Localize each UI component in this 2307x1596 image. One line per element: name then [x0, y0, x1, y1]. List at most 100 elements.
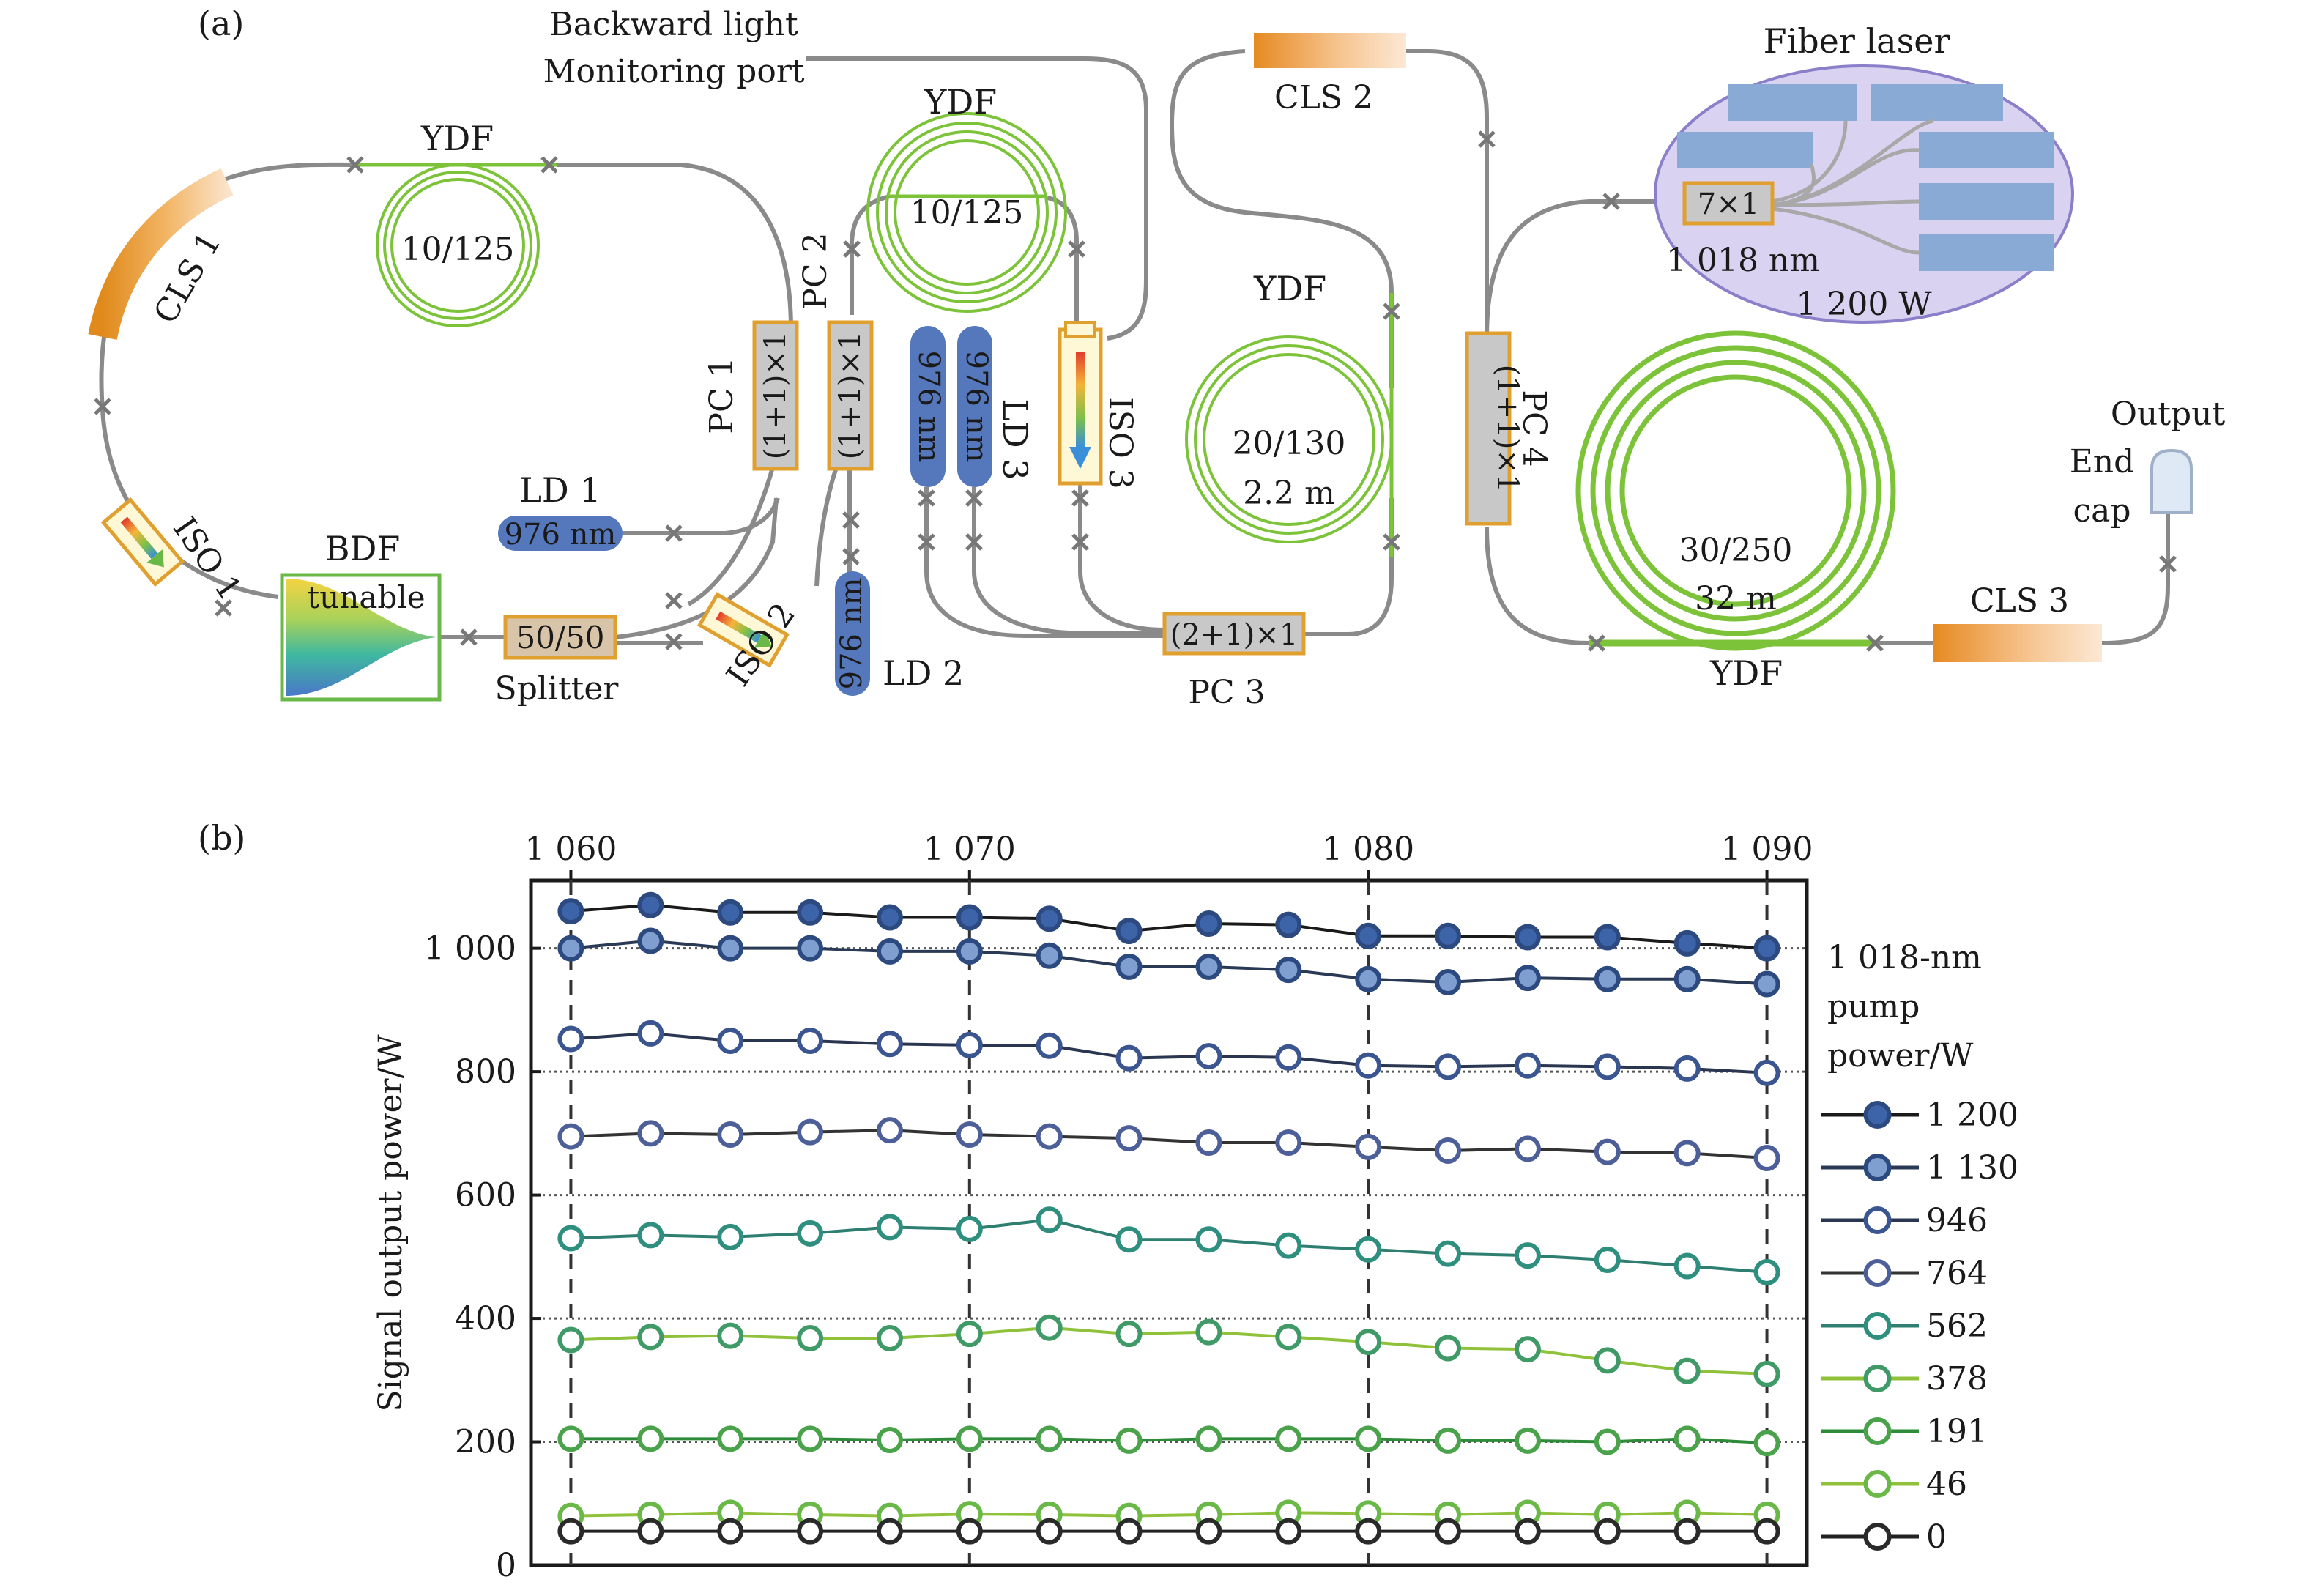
fiber-cls3-endcap: [2101, 513, 2170, 645]
pc3-label: PC 3: [1188, 674, 1265, 711]
data-point: [1753, 1518, 1780, 1545]
legend-entry: 562: [1821, 1307, 1988, 1345]
ydf4-label: YDF: [1709, 653, 1783, 693]
series-2: [557, 1020, 1780, 1086]
data-point: [1435, 1053, 1462, 1080]
legend-label: 378: [1926, 1360, 1988, 1398]
data-point: [1514, 965, 1541, 992]
data-point: [1195, 1129, 1222, 1156]
data-point: [1514, 924, 1541, 951]
ld1-label: LD 1: [519, 470, 601, 510]
legend-label: 1 130: [1926, 1149, 2018, 1187]
ydf4-coil: [1575, 330, 1896, 651]
iso2: [696, 592, 790, 668]
cls3-label: CLS 3: [1970, 582, 2069, 620]
series-4: [557, 1206, 1780, 1285]
data-point: [797, 1425, 824, 1452]
legend-marker: [1863, 1365, 1892, 1392]
data-point: [1275, 1129, 1302, 1156]
data-point: [1435, 1137, 1462, 1164]
legend-label: 562: [1926, 1307, 1988, 1345]
fiber-pc2-ydf2: [850, 194, 891, 315]
data-point: [1195, 1425, 1222, 1452]
data-point: [1355, 1329, 1382, 1356]
fiber-ld1-pc1: [623, 497, 780, 535]
legend-label: 46: [1926, 1466, 1967, 1503]
ydf3-spec: 20/130: [1233, 425, 1346, 462]
setup-diagram: (a): [88, 4, 2226, 711]
cls1: CLS 1: [88, 168, 234, 341]
fiber-ld2b-pc3: [924, 487, 1164, 638]
data-point: [1673, 1518, 1701, 1545]
series-line: [571, 1129, 1767, 1160]
data-point: [876, 1031, 903, 1058]
data-point: [1435, 922, 1462, 949]
data-point: [557, 1425, 584, 1452]
data-point: [1514, 1518, 1541, 1545]
data-point: [797, 935, 824, 962]
ydf3-length: 2.2 m: [1243, 475, 1335, 512]
data-point: [1036, 1314, 1063, 1341]
ydf2-spec: 10/125: [910, 194, 1024, 231]
data-point: [1115, 1321, 1143, 1348]
data-point: [1514, 1427, 1541, 1454]
legend-entry: 46: [1821, 1466, 1967, 1503]
data-point: [637, 1324, 664, 1351]
ydf1-label: YDF: [420, 119, 494, 158]
data-point: [1673, 1055, 1701, 1082]
pc1: (1+1)×1 PC 1: [703, 320, 799, 471]
legend-label: 764: [1926, 1255, 1988, 1292]
ld2-wavelength: 976 nm: [835, 578, 869, 690]
data-point: [1673, 1252, 1701, 1280]
legend-marker: [1863, 1154, 1892, 1181]
pc2-label: PC 2: [797, 232, 834, 309]
iso1: [100, 497, 185, 587]
backward-light-label: Backward light: [549, 6, 798, 43]
data-point: [956, 1425, 983, 1452]
ydf-coils: [352, 112, 1896, 651]
end-cap: Output End cap: [2070, 396, 2226, 530]
y-tick-label: 1 000: [424, 930, 516, 968]
data-point: [637, 1222, 664, 1249]
iso3-label: ISO 3: [1102, 397, 1139, 489]
ydf4-spec: 30/250: [1679, 532, 1793, 569]
data-point: [1275, 1044, 1302, 1071]
y-tick-label: 0: [496, 1547, 516, 1584]
data-point: [1195, 1226, 1222, 1253]
pc1-label: PC 1: [703, 357, 740, 434]
data-point: [1036, 1032, 1063, 1059]
laser-combiner-label: 7×1: [1698, 188, 1759, 221]
data-point: [1036, 1425, 1063, 1452]
data-point: [637, 891, 664, 918]
legend-marker: [1863, 1101, 1892, 1129]
fiber-iso3-pc3: [1078, 480, 1165, 632]
data-point: [637, 927, 664, 954]
series-line: [571, 1031, 1767, 1074]
x-tick-label: 1 070: [924, 831, 1016, 868]
data-point: [956, 904, 983, 931]
data-point: [717, 1223, 744, 1250]
fiber-pc4-ydf4: [1485, 527, 1590, 645]
cls3: CLS 3: [1933, 582, 2102, 662]
data-point: [1195, 1318, 1222, 1346]
data-point: [876, 938, 903, 965]
data-point: [717, 1028, 744, 1055]
series-line: [571, 939, 1767, 986]
legend-entry: 191: [1821, 1413, 1988, 1450]
data-point: [1355, 1236, 1382, 1263]
data-point: [1355, 1425, 1382, 1452]
legend-entry: 1 130: [1821, 1149, 2018, 1187]
data-point: [1275, 1425, 1302, 1452]
fiber-laser: Fiber laser 7×1 1 018 nm 1 200 W: [1654, 21, 2074, 324]
data-point: [557, 1518, 584, 1545]
data-point: [1594, 1053, 1621, 1080]
ydf4-length: 32 m: [1695, 580, 1777, 617]
ld1-wavelength: 976 nm: [505, 518, 617, 552]
data-point: [1594, 1428, 1621, 1455]
fiber-backward-port: [806, 56, 1148, 341]
end-label: End: [2070, 443, 2135, 480]
data-point: [1435, 1427, 1462, 1454]
